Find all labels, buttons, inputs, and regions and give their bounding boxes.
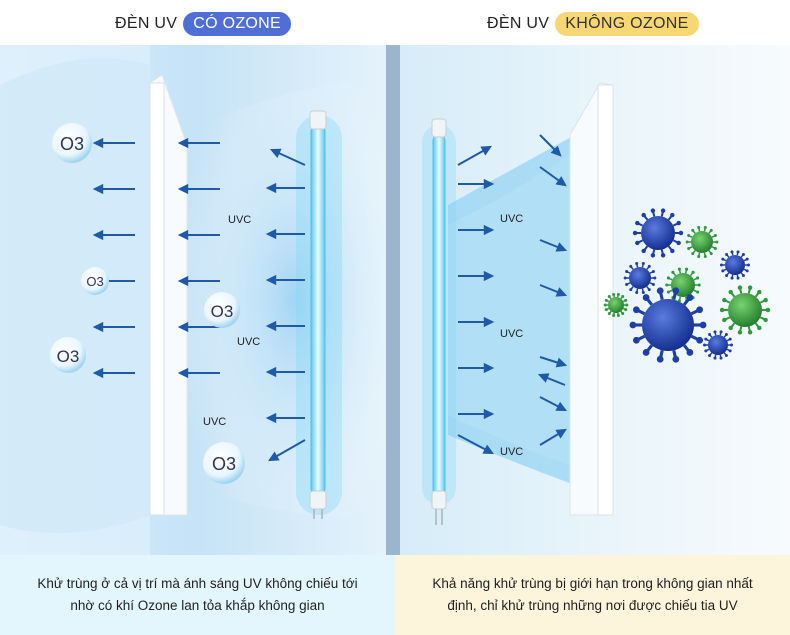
uv-ray-arrow [457,434,495,455]
virus-icon [632,208,684,258]
uv-ray-arrow [537,373,566,386]
uv-ray-arrow [269,148,306,166]
uv-ray-arrow [458,178,495,190]
uv-ray-arrow [268,439,306,462]
uv-ray-arrow [177,137,220,149]
uv-ray-arrow [539,239,568,252]
uv-ray-arrow [177,321,220,333]
uv-ray-arrow [539,428,567,446]
uv-ray-arrow [458,270,495,282]
uv-lamp-tube [310,124,326,496]
uv-ray-arrow [177,183,220,195]
left-caption-text: Khử trùng ở cả vị trí mà ánh sáng UV khô… [37,576,358,613]
uvc-label: UVC [500,328,523,340]
uv-ray-arrow [92,137,135,149]
uv-ray-arrow [539,396,568,412]
svg-text:O3: O3 [60,134,84,154]
uvc-label: UVC [500,446,523,458]
uv-ray-arrow [458,224,495,236]
ozone-bubble: O3 [204,292,240,328]
ozone-bubble: O3 [50,337,86,373]
left-title: ĐÈN UV CÓ OZONE [115,10,292,38]
virus-icon [623,262,657,294]
uv-ray-arrow [265,320,305,332]
uv-ray-arrow [265,412,305,424]
uv-ray-arrow [265,366,305,378]
svg-text:O3: O3 [211,302,234,321]
virus-icon [703,330,733,360]
uvc-label: UVC [237,336,260,348]
uv-ray-arrow [539,134,562,157]
uv-ray-arrow [177,229,220,241]
uv-ray-arrow [177,367,220,379]
uv-ray-arrow [539,166,567,187]
virus-icon [720,250,750,280]
uv-ray-arrow [92,321,135,333]
ozone-bubble: O3 [52,123,92,163]
right-caption: Khả năng khử trùng bị giới hạn trong khô… [395,555,790,635]
panel-divider [386,45,400,555]
uv-ray-arrow [265,274,305,286]
svg-text:O3: O3 [212,454,236,474]
right-title-prefix: ĐÈN UV [487,15,550,32]
uv-ray-arrow [265,228,305,240]
left-title-prefix: ĐÈN UV [115,15,178,32]
right-illustration: UVC UVC UVC [400,45,790,555]
uvc-label: UVC [228,214,251,226]
ozone-bubble: O3 [203,442,245,484]
svg-text:O3: O3 [86,274,103,289]
uv-ray-arrow [458,362,495,374]
uv-ray-arrow [92,183,135,195]
uvc-label: UVC [203,416,226,428]
left-illustration: O3 O3 O3 O3 O3 UVC UVC UVC [0,45,395,555]
uv-ray-arrow [92,367,135,379]
uv-ray-arrow [539,356,568,368]
no-ozone-badge: KHÔNG OZONE [555,12,699,36]
right-title: ĐÈN UV KHÔNG OZONE [487,10,699,38]
uvc-label: UVC [500,213,523,225]
virus-icon [629,287,707,363]
virus-icon [685,226,719,258]
uv-ray-arrow [177,275,220,287]
uv-ray-arrow [457,145,493,166]
uv-ray-arrow [458,408,495,420]
uv-ray-arrow [458,316,495,328]
virus-icon [603,292,629,318]
right-caption-text: Khả năng khử trùng bị giới hạn trong khô… [432,576,753,613]
uv-ray-arrow [265,182,305,194]
virus-icon [719,285,771,335]
svg-text:O3: O3 [57,347,80,366]
uv-ray-arrow [92,229,135,241]
uv-ray-arrow [539,284,568,297]
left-caption: Khử trùng ở cả vị trí mà ánh sáng UV khô… [0,555,395,635]
ozone-bubble: O3 [81,267,109,295]
ozone-badge: CÓ OZONE [183,12,292,36]
uv-lamp-tube [432,134,446,496]
